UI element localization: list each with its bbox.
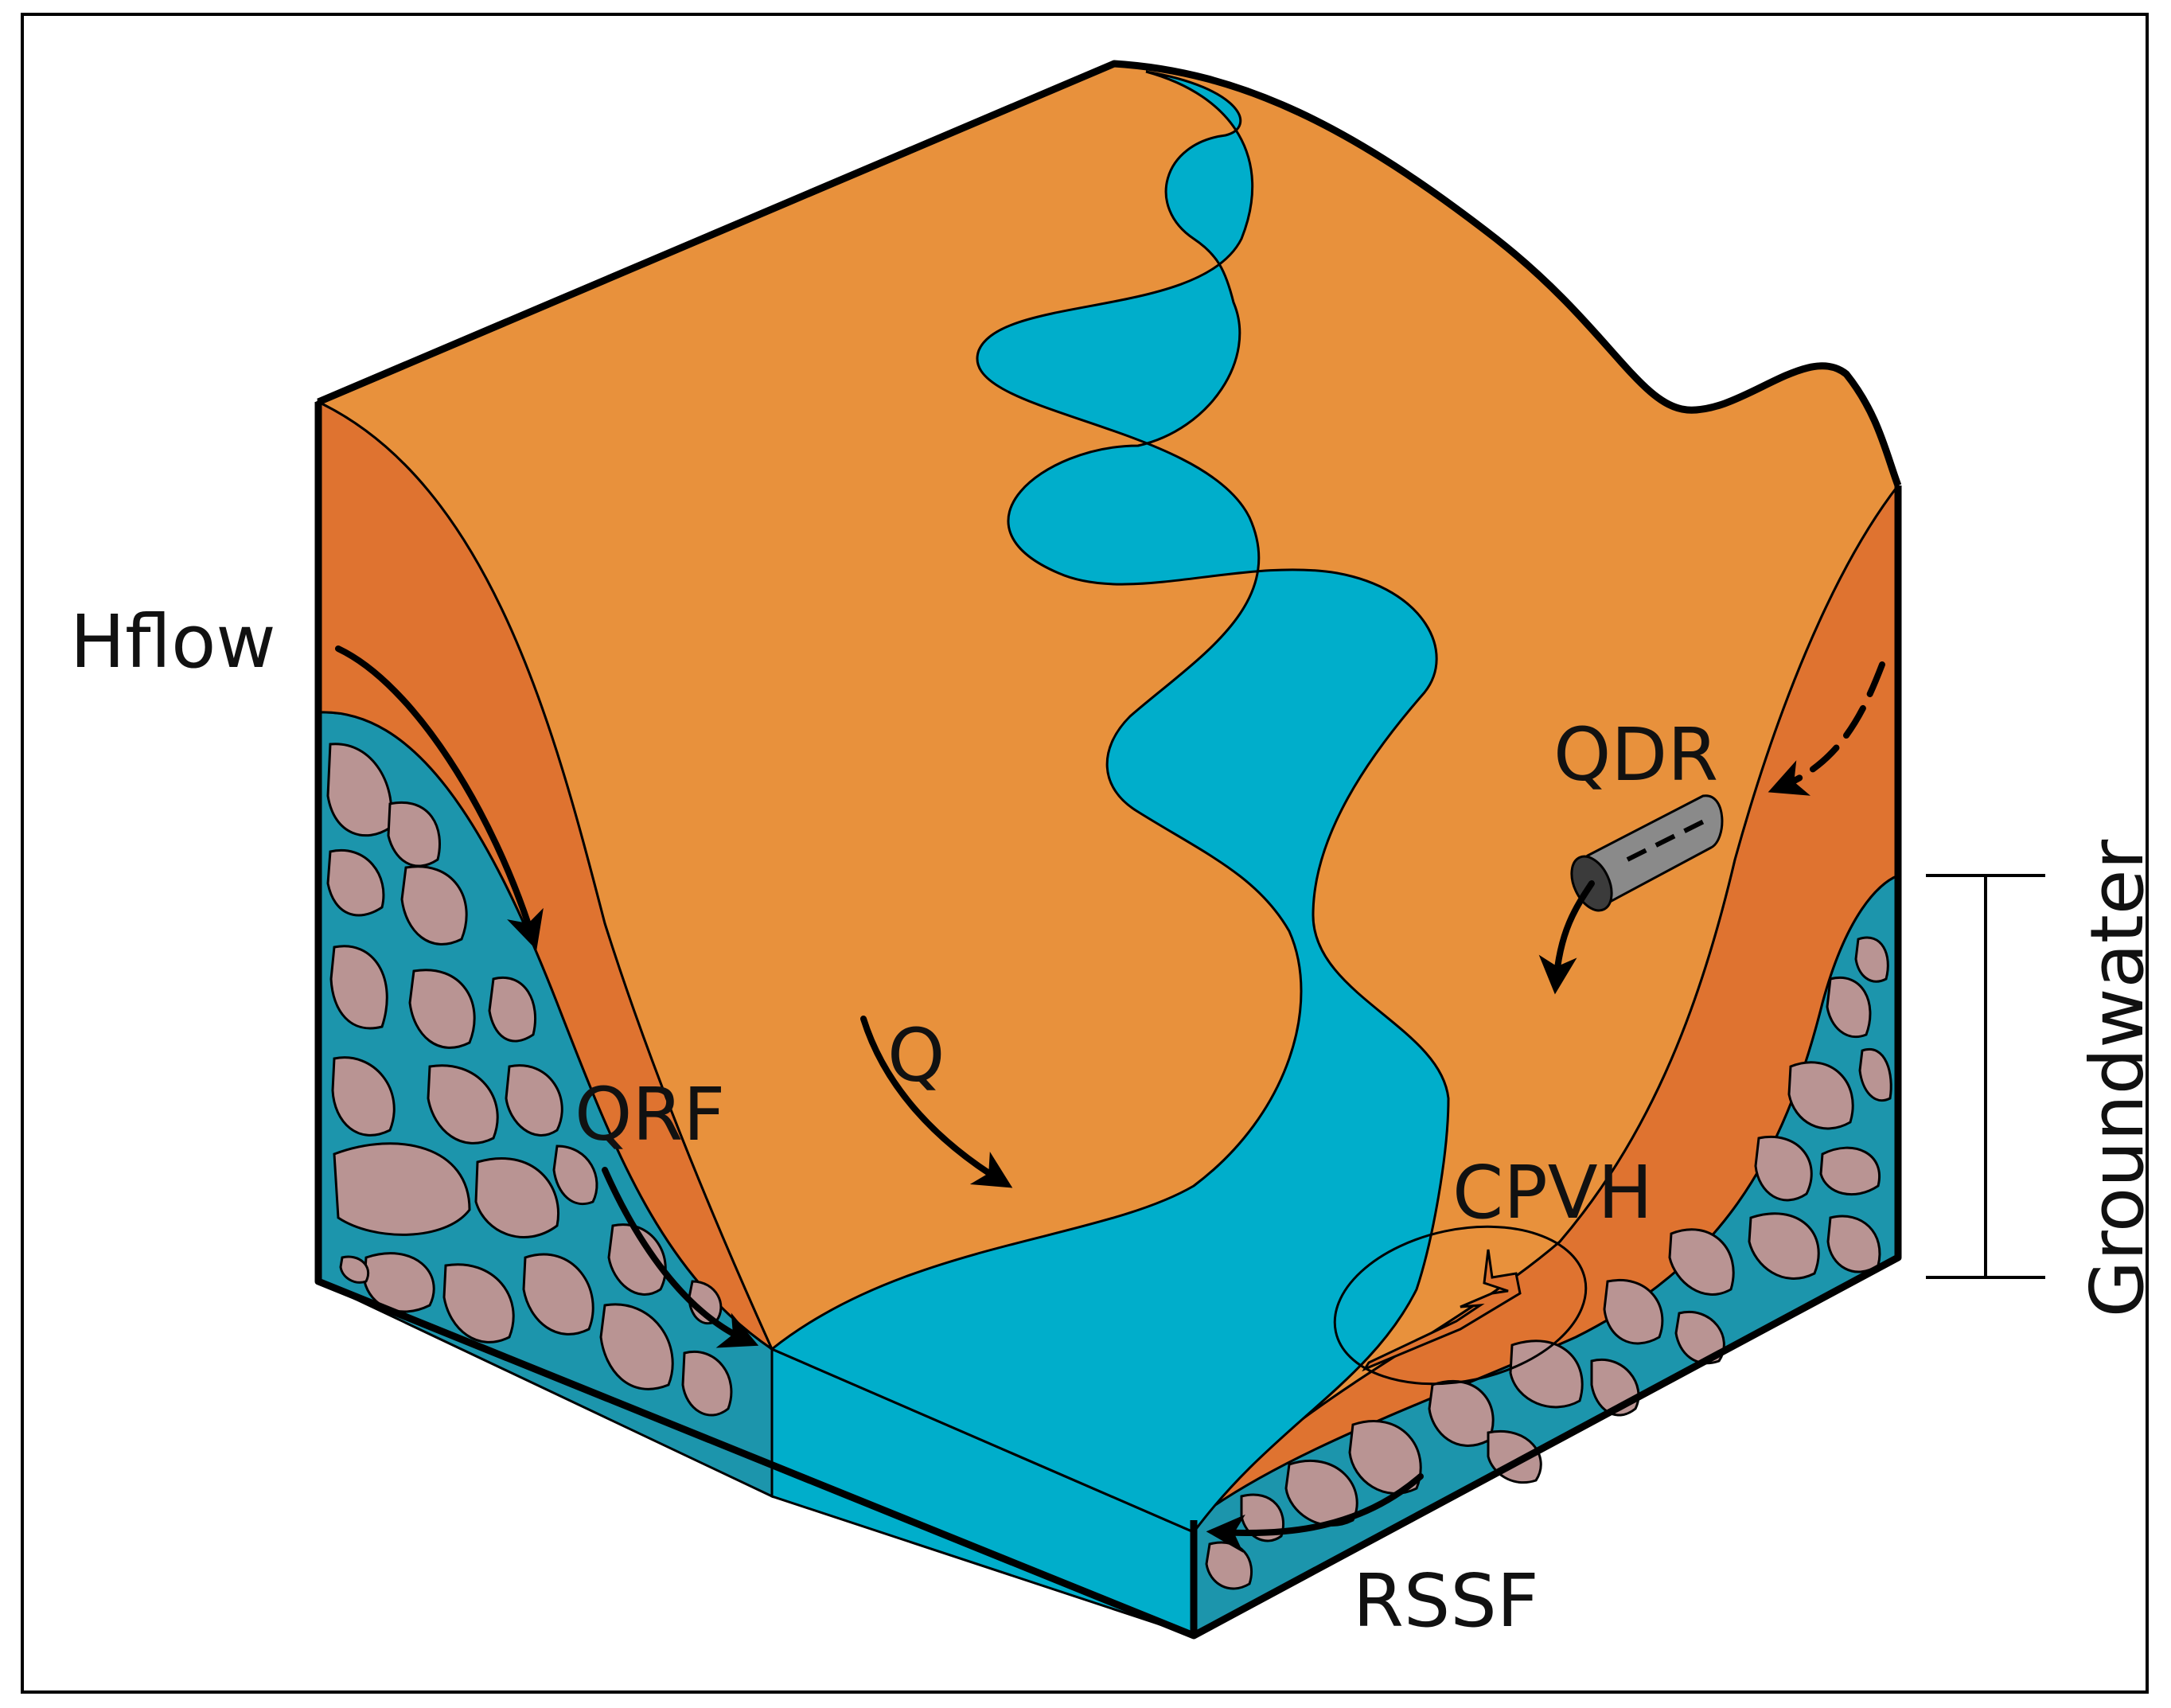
label-qdr: QDR (1553, 712, 1718, 797)
arrow-icon (335, 645, 1885, 1553)
stream (770, 70, 1450, 1534)
rssf-arrow (1206, 1473, 1424, 1553)
pipe-outflow-arrow (1538, 880, 1595, 995)
crack-icon (1362, 1249, 1522, 1372)
label-qrf: QRF (575, 1072, 725, 1157)
right-rocks (1205, 936, 1892, 1590)
cpvh-zone (1333, 1225, 1588, 1386)
figure-frame (21, 13, 2149, 1694)
q-arrow (860, 1016, 1013, 1188)
qdr-inflow-arrow (1768, 661, 1885, 796)
block-outline (314, 60, 1902, 1640)
label-hflow: Hflow (70, 599, 276, 684)
left-shoulder-line (318, 401, 606, 924)
left-rocks (326, 743, 733, 1417)
label-rssf: RSSF (1353, 1558, 1539, 1644)
label-cpvh: CPVH (1452, 1150, 1653, 1235)
label-groundwater: Groundwater (2075, 840, 2160, 1318)
hflow-arrow (335, 645, 544, 950)
qrf-arrow (602, 1167, 759, 1348)
groundwater-bracket (1926, 874, 2045, 1279)
label-q: Q (887, 1013, 945, 1098)
